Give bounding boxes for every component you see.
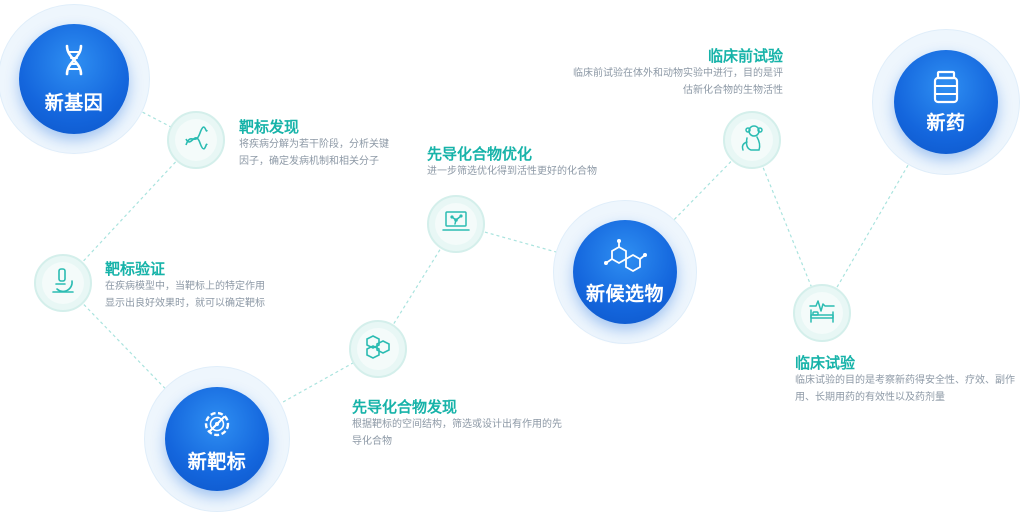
- step-target-validation-node: [34, 254, 92, 312]
- node-new-candidate: 新候选物: [553, 200, 697, 344]
- laptop-molecule-icon: [442, 210, 470, 239]
- preclinical-title: 临床前试验: [708, 48, 784, 65]
- preclinical-desc: 临床前试验在体外和动物实验中进行，目的是评估新化合物的生物活性: [573, 68, 783, 96]
- node-new-target-label: 新靶标: [187, 451, 247, 473]
- lead-optimization-title: 先导化合物优化: [427, 146, 533, 163]
- step-clinical-node: [793, 284, 851, 342]
- step-lead-discovery-node: [349, 320, 407, 378]
- gear-compass-icon: [198, 405, 236, 443]
- step-preclinical-node: [723, 111, 781, 169]
- node-new-drug-label: 新药: [926, 112, 966, 134]
- node-new-drug: 新药: [872, 29, 1020, 175]
- step-lead-optimization-node: [427, 195, 485, 253]
- molecule-icon: [602, 238, 648, 275]
- lead-discovery-title: 先导化合物发现: [352, 399, 458, 416]
- clinical-title: 临床试验: [795, 355, 856, 372]
- helix-icon: [183, 125, 209, 156]
- step-target-discovery-node: [167, 111, 225, 169]
- monkey-icon: [739, 124, 765, 157]
- target-discovery-desc: 将疾病分解为若干阶段，分析关键因子，确定发病机制和相关分子: [239, 139, 389, 167]
- target-discovery-title: 靶标发现: [239, 119, 300, 136]
- target-validation-title: 靶标验证: [105, 261, 166, 278]
- node-new-target: 新靶标: [144, 366, 290, 512]
- target-validation-desc: 在疾病模型中，当靶标上的特定作用显示出良好效果时，就可以确定靶标: [105, 281, 265, 309]
- node-new-candidate-label: 新候选物: [585, 283, 664, 305]
- hexagon-molecule-icon: [364, 334, 392, 365]
- lead-optimization-desc: 进一步筛选优化得到活性更好的化合物: [427, 166, 597, 177]
- node-new-gene-label: 新基因: [44, 92, 104, 114]
- lead-discovery-desc: 根据靶标的空间结构，筛选或设计出有作用的先导化合物: [352, 419, 562, 447]
- microscope-icon: [50, 267, 76, 300]
- node-new-gene: 新基因: [0, 4, 150, 154]
- hospital-bed-icon: [808, 298, 836, 329]
- clinical-desc: 临床试验的目的是考察新药得安全性、疗效、副作用、长期用药的有效性以及药剂量: [795, 375, 1015, 403]
- medicine-bottle-icon: [931, 70, 961, 104]
- dna-icon: [59, 44, 89, 84]
